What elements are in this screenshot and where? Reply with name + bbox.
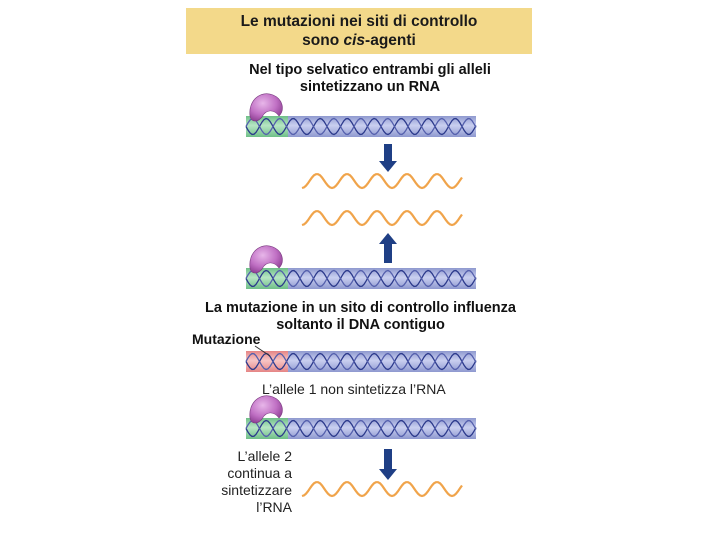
dna-helix-strand-a	[245, 352, 477, 371]
rna-transcript-3	[301, 481, 463, 498]
panel1-heading: Nel tipo selvatico entrambi gli alleli s…	[200, 62, 540, 96]
panel1-heading-line-2: sintetizzano un RNA	[299, 79, 441, 95]
arrow-down-1	[379, 144, 397, 172]
allele2-caption-line-2: continua a	[227, 465, 292, 481]
mutant-allele-2	[245, 395, 477, 439]
dna-helix-strand-a	[245, 419, 477, 438]
panel1-heading-line-1: Nel tipo selvatico entrambi gli alleli	[249, 62, 491, 78]
allele2-caption-line-4: l’RNA	[256, 499, 292, 515]
mutant-allele-1	[245, 351, 477, 372]
title-line-1: Le mutazioni nei siti di controllo	[240, 13, 478, 30]
dna-helix-strand-b	[245, 352, 477, 371]
dna-helix-strand-b	[245, 269, 477, 288]
panel2-heading-line-1: La mutazione in un sito di controllo inf…	[205, 300, 516, 316]
dna-helix-strand-b	[245, 117, 477, 136]
arrow-down-2	[379, 449, 397, 480]
allele1-caption: L’allele 1 non sintetizza l’RNA	[262, 381, 446, 397]
wildtype-allele-1	[245, 93, 477, 137]
dna-helix-strand-a	[245, 269, 477, 288]
title-line-2-prefix: sono	[302, 32, 344, 49]
arrow-up-1	[379, 233, 397, 263]
panel2-heading-line-2: soltanto il DNA contiguo	[276, 317, 445, 333]
title-line-2: sono cis-agenti	[186, 31, 532, 50]
allele2-caption-line-3: sintetizzare	[221, 482, 292, 498]
title-line-2-italic: cis	[343, 32, 366, 49]
allele2-caption-line-1: L’allele 2	[237, 448, 293, 464]
panel2-heading: La mutazione in un sito di controllo inf…	[188, 300, 533, 334]
title-line-2-suffix: -agenti	[365, 32, 416, 49]
mutation-pointer-line	[254, 345, 271, 357]
regulatory-protein	[249, 245, 283, 274]
mutation-label: Mutazione	[192, 331, 261, 347]
allele2-caption: L’allele 2 continua a sintetizzare l’RNA	[200, 448, 292, 516]
rna-transcript-2	[301, 210, 463, 227]
regulatory-protein	[249, 93, 283, 122]
title-banner: Le mutazioni nei siti di controllo sono …	[186, 8, 532, 54]
rna-transcript-1	[301, 173, 463, 190]
regulatory-protein	[249, 395, 283, 424]
dna-helix-strand-b	[245, 419, 477, 438]
wildtype-allele-2	[245, 245, 477, 289]
dna-helix-strand-a	[245, 117, 477, 136]
